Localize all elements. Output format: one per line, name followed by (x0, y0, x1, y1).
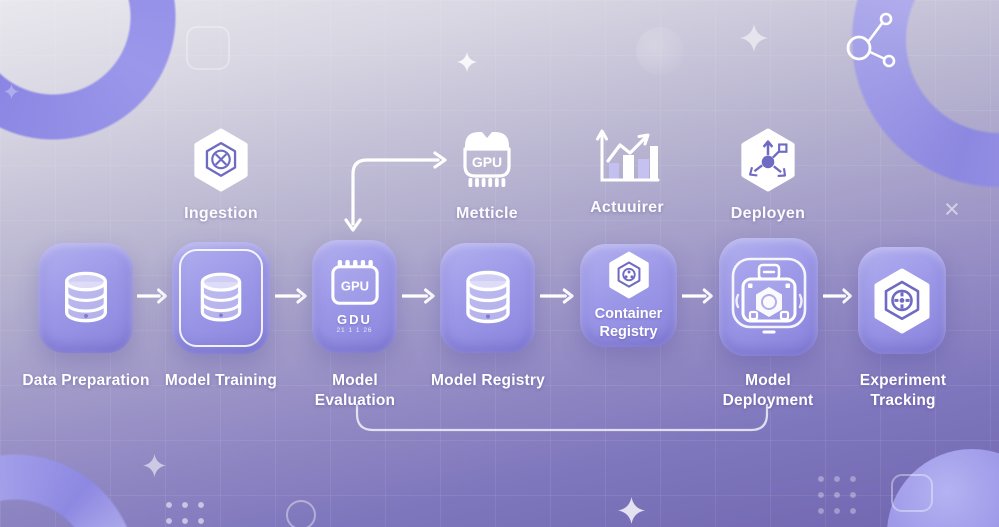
decorative-circle-outline (286, 500, 316, 527)
bar-chart-icon (596, 129, 660, 182)
gpu-chip-icon: GPU (330, 259, 379, 305)
flow-arrow (823, 288, 852, 304)
ingestion-label: Ingestion (184, 205, 258, 222)
evaluation-metric-arrow (344, 151, 447, 232)
container-hexagon-icon (608, 251, 649, 299)
flow-arrow (275, 288, 307, 304)
decorative-dots-bottom-left (161, 497, 205, 527)
decorative-square-outline-bottom (891, 474, 933, 512)
metticle-label: Metticle (456, 205, 518, 222)
model-deployment-label: Model Deployment (722, 372, 814, 410)
deploy-hexagon-icon (741, 128, 795, 192)
model-evaluation-label: Model Evaluation (314, 372, 396, 410)
decorative-ring-top-left (0, 0, 178, 142)
database-icon (465, 270, 510, 324)
deployment-case-icon (731, 257, 806, 334)
top-item-actuuirer: Actuuirer (567, 126, 687, 217)
model-training-label: Model Training (164, 372, 278, 389)
database-icon (200, 272, 242, 322)
database-icon (64, 271, 107, 323)
decorative-moon (636, 27, 684, 75)
node-container-registry: Container Registry (580, 244, 677, 347)
training-frame-outline (179, 249, 263, 347)
feedback-loop-line (355, 404, 769, 432)
svg-text:GPU: GPU (340, 278, 368, 293)
experiment-hexagon-icon (874, 268, 930, 333)
top-item-metticle: GPU Metticle (427, 124, 547, 223)
sparkle-icon (740, 24, 768, 52)
close-icon: × (944, 194, 960, 224)
sparkle-icon (4, 84, 19, 99)
gpu-chip-icon: GPU (463, 132, 511, 187)
sparkle-icon (457, 52, 477, 72)
node-model-deployment (719, 238, 818, 356)
gpu-chip-fineprint: 21 1 1 26 (336, 326, 373, 334)
node-data-preparation (38, 243, 133, 353)
sparkle-icon (618, 497, 645, 524)
deployen-label: Deployen (730, 205, 806, 222)
node-model-training (172, 242, 270, 354)
svg-text:GPU: GPU (472, 154, 502, 170)
decorative-square-outline-top (186, 26, 230, 70)
sparkle-icon (143, 454, 166, 477)
gpu-chip-subtext: GDU (337, 311, 372, 327)
data-preparation-label: Data Preparation (22, 372, 150, 389)
flow-arrow (540, 288, 574, 304)
flow-arrow (402, 288, 435, 304)
actuuirer-label: Actuuirer (590, 199, 664, 216)
top-item-deployen: Deployen (708, 126, 828, 223)
experiment-tracking-label: Experiment Tracking (859, 372, 947, 410)
decorative-dots-bottom-right (813, 471, 857, 519)
node-experiment-tracking (858, 247, 946, 354)
flow-arrow (137, 288, 167, 304)
share-nodes-icon (846, 12, 896, 68)
flow-arrow (682, 288, 713, 304)
node-model-registry (440, 243, 535, 353)
model-registry-label: Model Registry (431, 372, 545, 389)
node-model-evaluation: GPU GDU 21 1 1 26 (312, 240, 397, 353)
container-registry-label: Container Registry (594, 305, 663, 340)
top-item-ingestion: Ingestion (161, 126, 281, 223)
ingestion-hexagon-icon (194, 128, 248, 192)
decorative-ring-bottom-left (0, 452, 140, 527)
